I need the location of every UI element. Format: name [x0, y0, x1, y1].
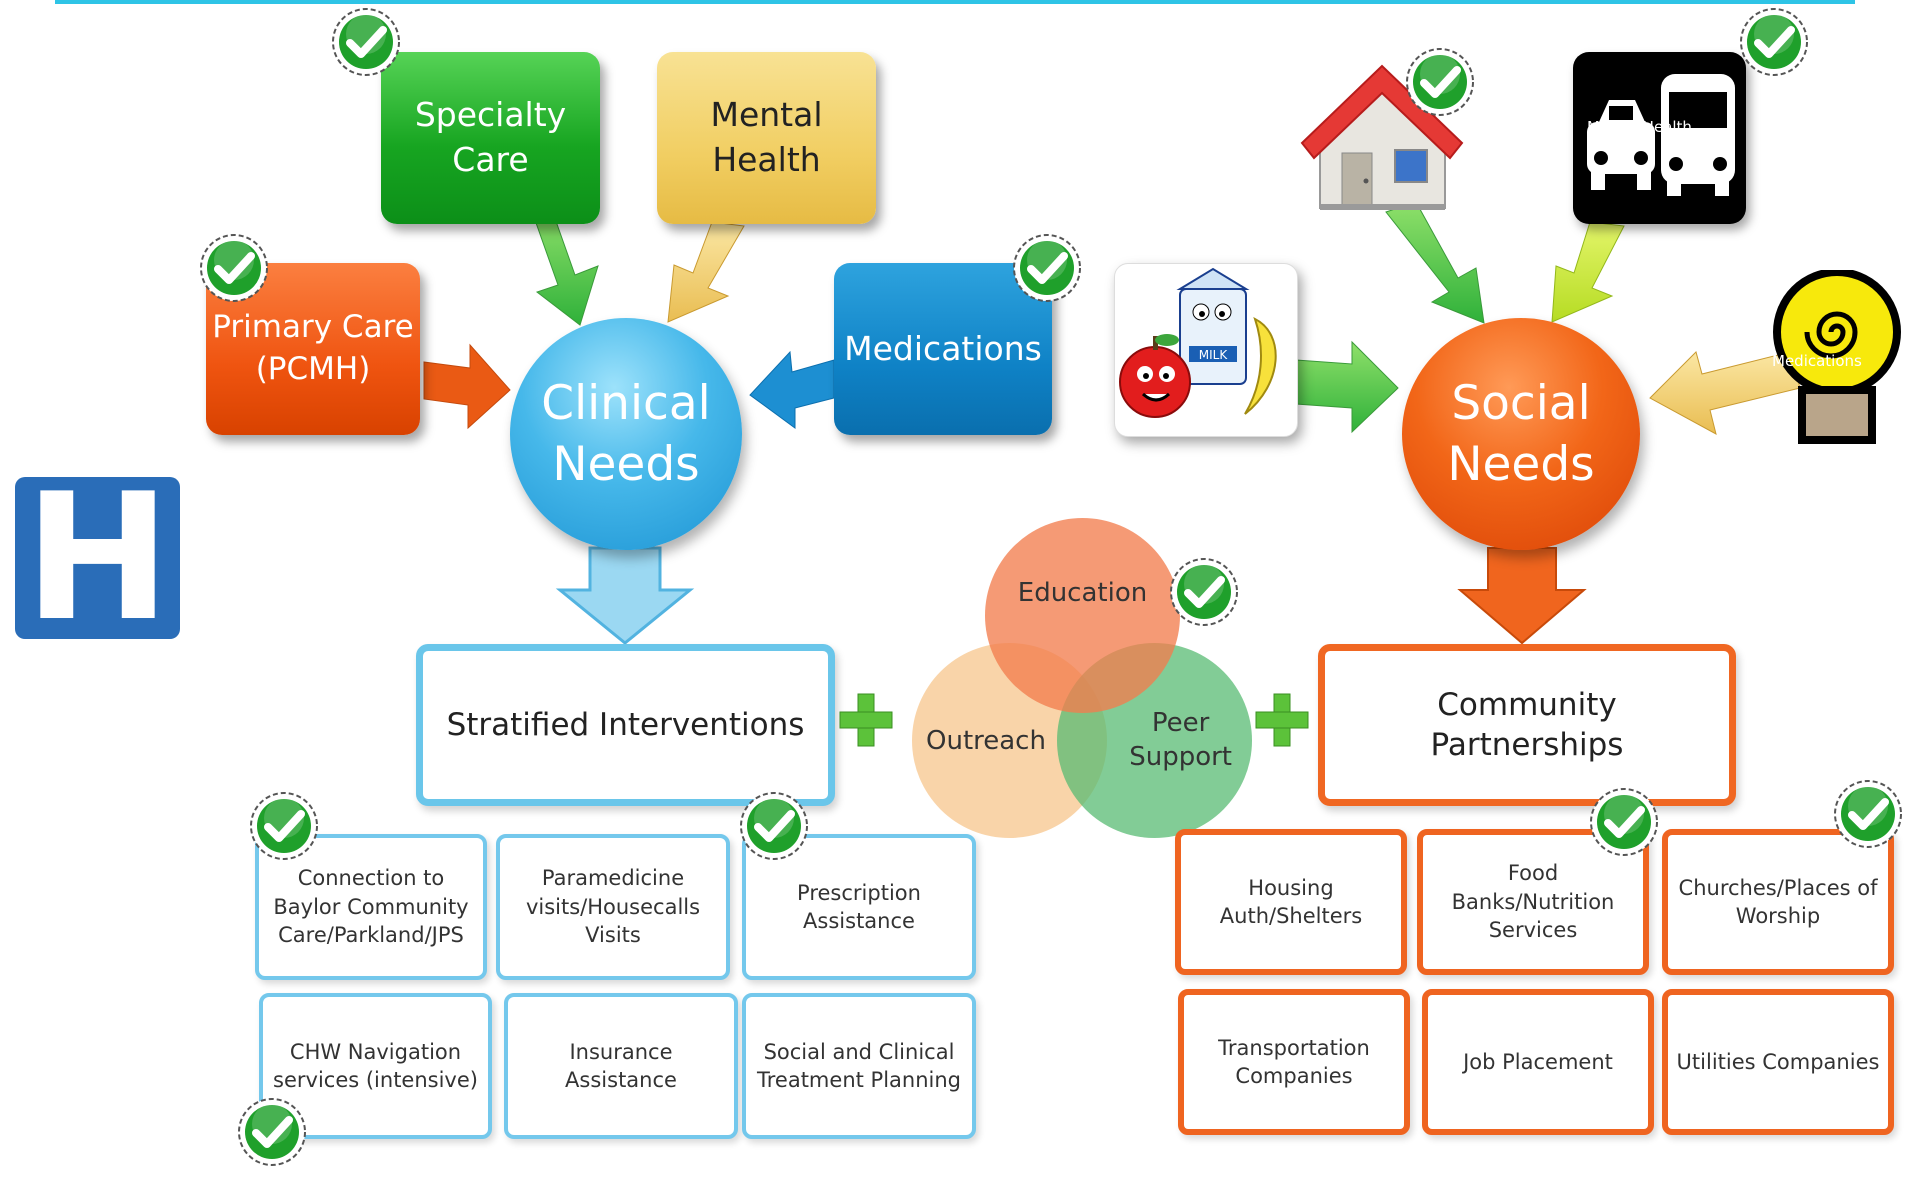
- food-icon: MILK: [1114, 263, 1298, 437]
- partnership-box-line: Banks/Nutrition: [1451, 889, 1615, 914]
- social-needs-line1: Social: [1451, 375, 1591, 431]
- venn-education: Education: [985, 518, 1180, 713]
- intervention-box-line: Treatment Planning: [757, 1068, 961, 1092]
- social-needs-line2: Needs: [1447, 437, 1595, 492]
- check-icon: [238, 1098, 306, 1166]
- intervention-box-line: Paramedicine: [541, 866, 685, 891]
- plus-icon-left: [839, 693, 893, 747]
- check-icon: [1406, 48, 1474, 116]
- primary-care-line2: (PCMH): [255, 351, 371, 387]
- intervention-box-line: CHW Navigation: [289, 1039, 462, 1064]
- mental-health-line2: Health: [712, 140, 821, 179]
- venn-education-label: Education: [1017, 578, 1148, 608]
- check-icon: [1834, 780, 1902, 848]
- partnership-box-line: Transportation: [1218, 1035, 1370, 1060]
- specialty-care-line2: Care: [452, 140, 529, 179]
- intervention-box-line: Baylor Community: [273, 894, 469, 919]
- intervention-box-line: Social and Clinical: [763, 1039, 955, 1064]
- plus-icon-right: [1255, 693, 1309, 747]
- clinical-needs-line2: Needs: [552, 437, 700, 492]
- check-icon: [1170, 558, 1238, 626]
- partnership-box-line: Companies: [1235, 1064, 1353, 1088]
- partnership-box-line: Utilities Companies: [1676, 1049, 1880, 1074]
- intervention-box-line: Assistance: [803, 909, 915, 933]
- arrow-social-down: [1457, 547, 1587, 645]
- mental-health-line1: Mental: [710, 95, 823, 135]
- arrow-transit: [1551, 221, 1625, 323]
- arrow-primary: [423, 343, 511, 430]
- milk-label: MILK: [1199, 348, 1229, 362]
- partnership-box-6: Utilities Companies: [1662, 989, 1894, 1135]
- intervention-box-line: Visits: [585, 923, 641, 948]
- specialty-care-line1: Specialty: [414, 95, 567, 135]
- arrow-food: [1295, 340, 1399, 434]
- check-icon: [740, 792, 808, 860]
- medications-label: Medications: [844, 328, 1042, 368]
- arrow-housing: [1385, 201, 1485, 324]
- intervention-box-line: services (intensive): [273, 1068, 478, 1092]
- intervention-box-line: Insurance: [569, 1039, 673, 1064]
- lightbulb-overlay-label: Medications: [1772, 352, 1862, 370]
- check-icon: [332, 8, 400, 76]
- intervention-box-line: Connection to: [297, 866, 445, 891]
- arrow-clinical-down: [555, 546, 695, 645]
- venn-peer-line2: Support: [1129, 741, 1232, 772]
- partnership-box-line: Services: [1488, 918, 1578, 943]
- stratified-interventions-label: Stratified Interventions: [446, 706, 805, 743]
- stratified-interventions-box: Stratified Interventions: [416, 644, 835, 806]
- partnership-box-line: Job Placement: [1463, 1049, 1613, 1074]
- intervention-box-line: Prescription: [797, 880, 921, 905]
- venn-outreach-label: Outreach: [926, 725, 1046, 756]
- partnership-box-line: Churches/Places of: [1678, 875, 1878, 900]
- venn-peer-line1: Peer: [1151, 707, 1210, 738]
- clinical-needs-line1: Clinical: [541, 375, 711, 431]
- transit-overlay-label: Mental Health: [1587, 118, 1692, 136]
- arrow-mental: [667, 221, 745, 323]
- check-icon: [250, 792, 318, 860]
- partnership-box-line: Auth/Shelters: [1219, 904, 1363, 928]
- hospital-icon: H: [15, 457, 180, 660]
- community-partnerships-line2: Partnerships: [1430, 727, 1624, 763]
- community-partnerships-line1: Community: [1437, 686, 1617, 723]
- top-divider-line: [55, 0, 1855, 4]
- check-icon: [1590, 788, 1658, 856]
- partnership-box-line: Food: [1507, 861, 1559, 886]
- primary-care-line1: Primary Care: [212, 309, 414, 346]
- medications-tile: Medications: [834, 263, 1052, 435]
- arrow-utilities: [1649, 351, 1801, 435]
- house-icon: [1300, 64, 1464, 210]
- arrow-medications: [749, 350, 835, 429]
- intervention-box-line: visits/Housecalls: [525, 894, 701, 919]
- check-icon: [200, 234, 268, 302]
- arrow-specialty: [519, 209, 599, 326]
- partnership-box-line: Worship: [1735, 904, 1821, 928]
- intervention-box-line: Assistance: [565, 1068, 677, 1092]
- transit-icon: Mental Health: [1573, 52, 1746, 224]
- lightbulb-icon: [1773, 270, 1901, 444]
- partnership-box-3: Churches/Places of Worship: [1662, 829, 1894, 975]
- intervention-box-line: Care/Parkland/JPS: [278, 923, 464, 948]
- partnership-box-line: Housing: [1248, 875, 1334, 900]
- check-icon: [1013, 234, 1081, 302]
- check-icon: [1740, 8, 1808, 76]
- partnership-box-5: Job Placement: [1422, 989, 1654, 1135]
